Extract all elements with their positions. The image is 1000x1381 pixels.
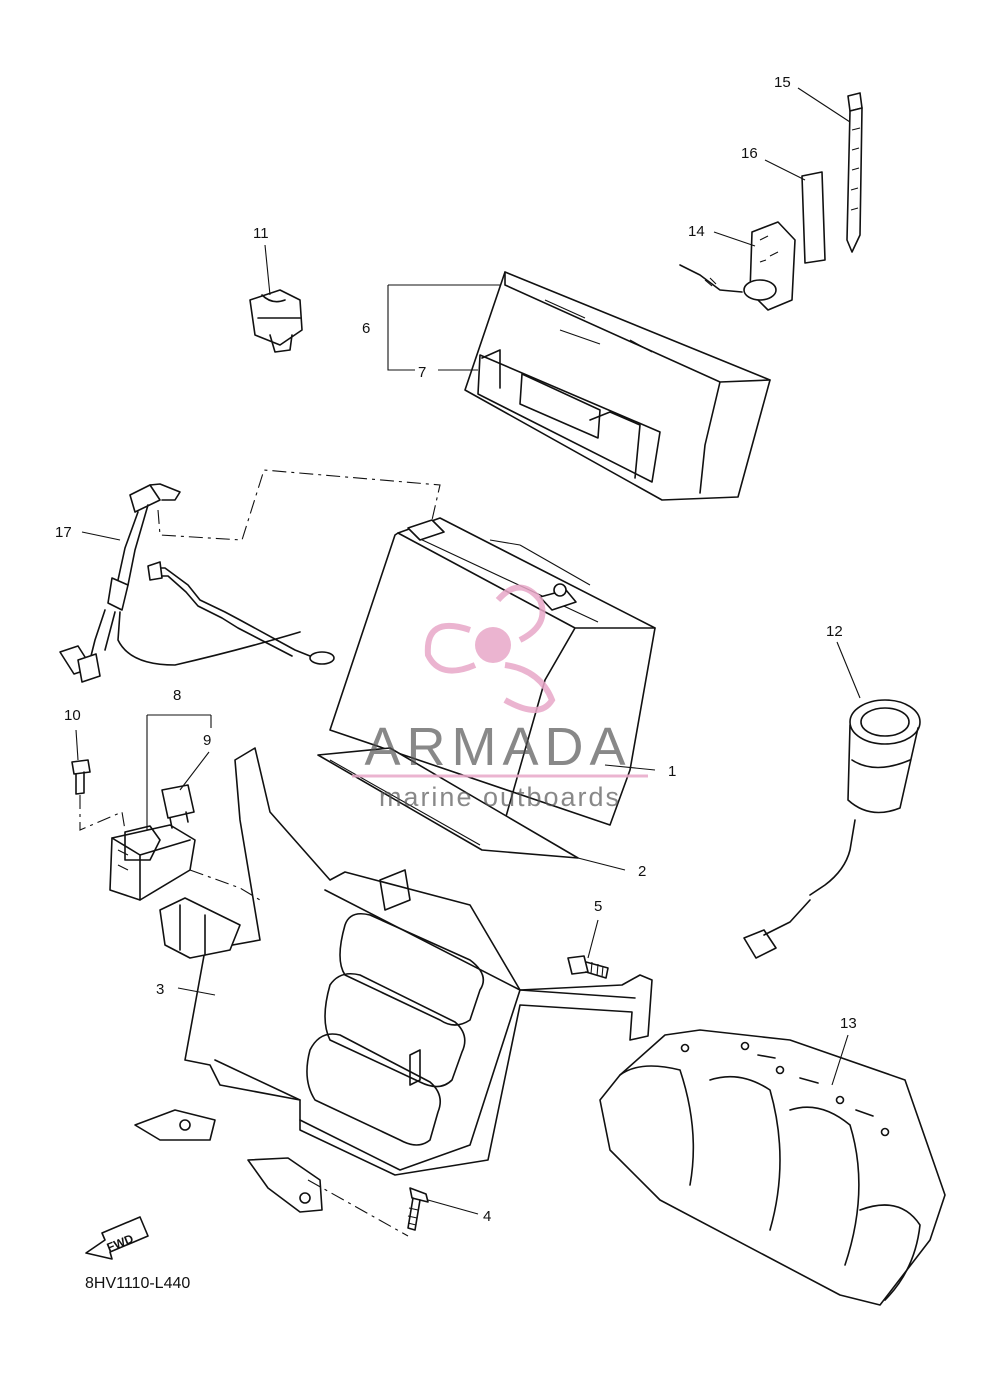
- propeller-blade-bottom: [503, 662, 556, 713]
- battery-cover: [464, 271, 771, 501]
- callout-17: 17: [55, 524, 72, 541]
- screw-5: [567, 955, 609, 979]
- callout-6: 6: [362, 320, 370, 337]
- callout-7: 7: [418, 364, 426, 381]
- callout-9: 9: [203, 732, 211, 749]
- callout-1: 1: [668, 763, 676, 780]
- fuse: [161, 784, 195, 829]
- propeller-hub: [475, 627, 511, 663]
- cable-tie: [846, 92, 863, 253]
- callout-12: 12: [826, 623, 843, 640]
- adhesive-tape: [801, 171, 826, 264]
- sensor-switch: [679, 221, 796, 311]
- cable-clip: [249, 289, 303, 353]
- relay-assembly: [109, 824, 196, 901]
- watermark: ARMADA marine outboards: [352, 584, 648, 812]
- callout-11: 11: [253, 225, 269, 242]
- wire-harness: [59, 483, 335, 683]
- assembly-lines: [79, 469, 441, 1237]
- callout-3: 3: [156, 981, 164, 998]
- diagram-code: 8HV1110-L440: [85, 1275, 190, 1292]
- battery-box: [134, 747, 653, 1213]
- propeller-blade-top: [495, 584, 546, 643]
- watermark-title: ARMADA: [364, 717, 631, 777]
- leader-lines: [75, 87, 861, 1215]
- power-socket: [743, 699, 921, 959]
- callout-5: 5: [594, 898, 602, 915]
- callout-15: 15: [774, 74, 791, 91]
- callouts: 1 2 3 4 5 6 7 8 9 10 11 12 13 14 15 16 1…: [55, 74, 857, 1225]
- watermark-subtitle: marine outboards: [379, 782, 621, 812]
- callout-13: 13: [840, 1015, 857, 1032]
- propeller-blade-left: [424, 623, 477, 674]
- bolt-10: [71, 759, 91, 795]
- battery: [329, 517, 656, 826]
- callout-14: 14: [688, 223, 705, 240]
- protector-sleeve: [599, 1029, 946, 1306]
- screw-4: [407, 1187, 429, 1231]
- propeller-logo-icon: [424, 584, 556, 713]
- callout-2: 2: [638, 863, 646, 880]
- fwd-arrow-icon: FWD: [85, 1216, 149, 1260]
- callout-4: 4: [483, 1208, 491, 1225]
- callout-16: 16: [741, 145, 758, 162]
- callout-8: 8: [173, 687, 181, 704]
- callout-10: 10: [64, 707, 81, 724]
